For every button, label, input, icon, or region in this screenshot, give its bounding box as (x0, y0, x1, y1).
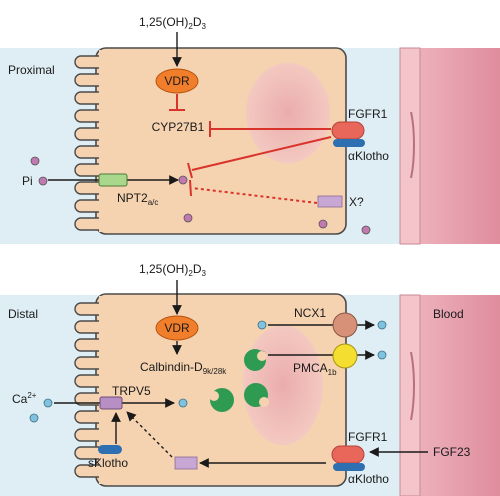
trpv5-channel (99, 396, 123, 410)
calbindin-protein (209, 388, 234, 412)
calbindin-label: Calbindin-D9k/28k (140, 360, 227, 376)
ca-ion (43, 398, 53, 408)
region-label: Proximal (8, 63, 55, 77)
ca-ion (257, 320, 267, 330)
unknown-factor-x (317, 195, 343, 208)
top-panel: 1,25(OH)2D3 Proximal VDR CYP27B1 FGFR1 α… (0, 15, 500, 245)
ca-ion (178, 398, 188, 408)
brush-border (74, 55, 106, 231)
ca-ion (377, 320, 387, 330)
pmca1b-pump (332, 343, 358, 369)
alpha-klotho-label: αKlotho (348, 472, 389, 486)
vessel-wall (399, 47, 421, 245)
calbindin-protein (244, 383, 269, 407)
npt2-transporter (98, 173, 128, 187)
calbindin-protein (244, 349, 267, 371)
phosphate-ion (318, 219, 328, 229)
vdr-node (155, 68, 199, 94)
bottom-panel: 1,25(OH)2D3 Distal Blood VDR Calbindin-D… (0, 262, 500, 496)
npt2-label: NPT2a/c (117, 191, 158, 207)
fgfr1-label: FGFR1 (348, 107, 388, 121)
sklotho-label: sKlotho (88, 456, 128, 470)
ca-ion (29, 413, 39, 423)
phosphate-ion (30, 156, 40, 166)
vessel-wall (399, 294, 421, 496)
alpha-klotho-label: αKlotho (348, 149, 389, 163)
mediator-to-trpv5-arrow (126, 411, 173, 458)
soluble-klotho (98, 445, 122, 454)
alpha-klotho (333, 463, 365, 471)
signaling-mediator (174, 456, 198, 470)
vdr-label: VDR (164, 321, 190, 335)
fgfr1-label: FGFR1 (348, 430, 388, 444)
pmca1b-label: PMCA1b (293, 361, 337, 377)
fgfr1-receptor (331, 445, 365, 464)
cyp27b1-label: CYP27B1 (152, 120, 205, 134)
alpha-klotho (333, 139, 365, 147)
blood-label: Blood (433, 307, 464, 321)
trpv5-label: TRPV5 (112, 384, 151, 398)
hormone-label: 1,25(OH)2D3 (139, 15, 206, 31)
vdr-node (155, 315, 199, 341)
vdr-label: VDR (164, 74, 190, 88)
hormone-label: 1,25(OH)2D3 (139, 262, 206, 278)
ncx1-label: NCX1 (294, 306, 326, 320)
x-inhibits-npt2-line (191, 187, 318, 204)
unknown-factor-label: X? (349, 195, 364, 209)
pi-label: Pi (22, 174, 33, 188)
region-label: Distal (8, 307, 38, 321)
endothelial-cell (410, 351, 415, 421)
phosphate-ion (178, 175, 188, 185)
phosphate-ion (183, 213, 193, 223)
nucleus (246, 63, 330, 163)
fgfr-inhibits-npt2-line (191, 136, 332, 171)
phosphate-ion (38, 176, 48, 186)
ca-ion (377, 350, 387, 360)
fgfr1-receptor (331, 121, 365, 140)
phosphate-ion (361, 225, 371, 235)
fgf23-label: FGF23 (433, 445, 471, 459)
ca-label: Ca2+ (12, 391, 37, 406)
endothelial-cell (410, 111, 415, 179)
ncx1-exchanger (332, 312, 358, 338)
